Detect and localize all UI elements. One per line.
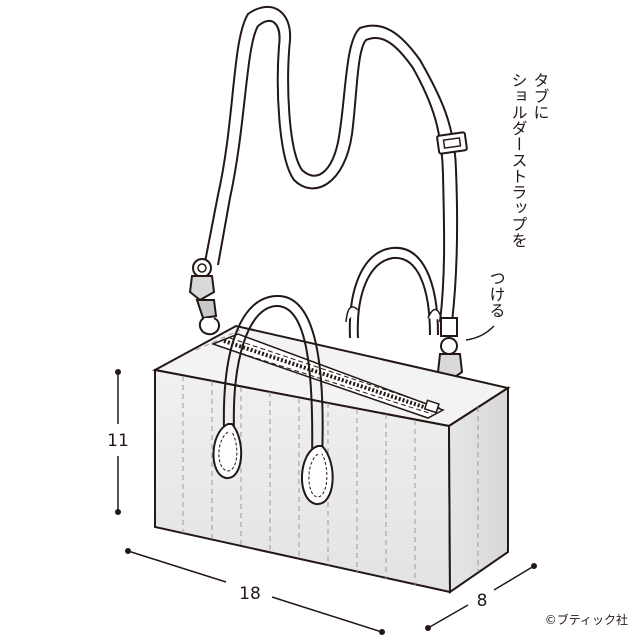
zipper-pull-icon bbox=[423, 399, 440, 414]
annotation-column-1: タブに bbox=[531, 72, 550, 120]
depth-label: 8 bbox=[477, 591, 488, 611]
left-swivel-clasp-icon bbox=[188, 258, 220, 336]
front-handle bbox=[212, 294, 334, 506]
height-dimension: 11 bbox=[107, 369, 129, 515]
strap-adjuster-icon bbox=[436, 131, 468, 155]
depth-dimension: 8 bbox=[425, 563, 537, 631]
width-dimension: 18 bbox=[125, 548, 385, 635]
copyright-credit: ©ブティック社 bbox=[545, 612, 628, 627]
annotation-column-2: ショルダーストラップを bbox=[509, 72, 528, 248]
back-handle bbox=[345, 246, 443, 339]
annotation-leader-line bbox=[465, 325, 495, 341]
strap-annotation: タブに ショルダーストラップを つける bbox=[465, 72, 550, 341]
height-label: 11 bbox=[107, 431, 129, 451]
annotation-column-3: つける bbox=[487, 270, 506, 318]
width-label: 18 bbox=[239, 584, 261, 604]
